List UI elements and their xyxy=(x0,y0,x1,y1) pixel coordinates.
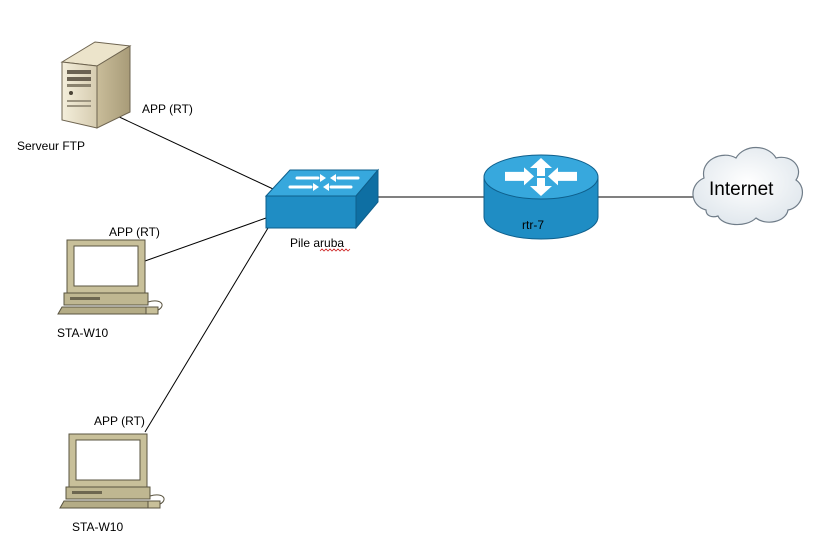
link-workstation-2-to-switch xyxy=(144,227,269,433)
desktop-computer-icon[interactable] xyxy=(57,239,163,315)
link-ftp-to-switch xyxy=(114,114,289,197)
internet-label: Internet xyxy=(709,179,774,200)
link-workstation-1-to-switch xyxy=(144,217,267,262)
router-icon[interactable] xyxy=(483,154,599,240)
desktop-computer-icon[interactable] xyxy=(59,433,165,509)
switch-icon[interactable] xyxy=(264,168,380,230)
spellcheck-underline xyxy=(319,248,351,252)
cloud-icon[interactable] xyxy=(692,146,804,226)
workstation-2-label: STA-W10 xyxy=(72,520,123,534)
router-label: rtr-7 xyxy=(522,218,544,232)
switch-label: Pile aruba xyxy=(290,236,344,250)
workstation-1-label: STA-W10 xyxy=(57,326,108,340)
workstation-1-link-label: APP (RT) xyxy=(109,225,160,239)
ftp-server-label: Serveur FTP xyxy=(17,139,85,153)
links xyxy=(114,114,700,433)
workstation-2-link-label: APP (RT) xyxy=(94,414,145,428)
ftp-server-link-label: APP (RT) xyxy=(142,102,193,116)
server-icon[interactable] xyxy=(60,41,132,129)
